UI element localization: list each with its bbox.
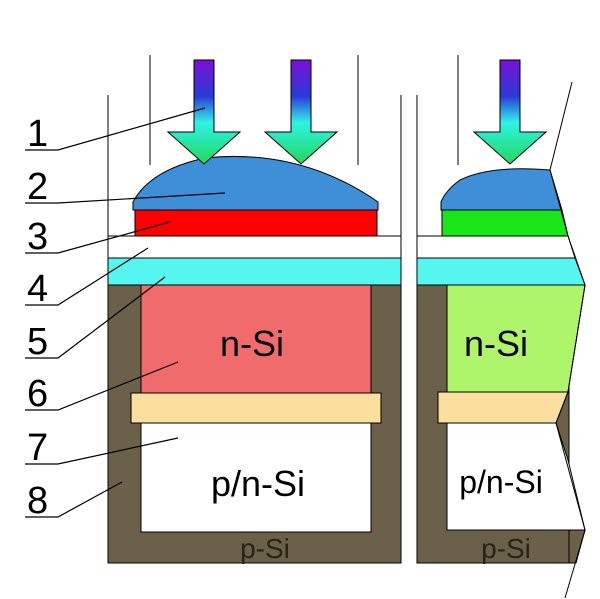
- callout-number-4: 4: [27, 268, 48, 310]
- callout-number-3: 3: [27, 216, 48, 258]
- callout-line-2: [25, 192, 226, 204]
- left-n-si-label: n-Si: [220, 323, 284, 364]
- right-pn-si-label: p/n-Si: [459, 464, 543, 500]
- callout-numbers: 1 2 3 4 5 6 7 8: [27, 113, 48, 522]
- right-green-filter: [441, 209, 569, 237]
- light-arrow-middle: [263, 59, 339, 165]
- light-arrows: [166, 59, 548, 165]
- left-n-si-region: [140, 284, 372, 394]
- callout-number-7: 7: [27, 427, 48, 469]
- callout-number-2: 2: [27, 166, 48, 208]
- top-guide-lines: [107, 55, 459, 258]
- callout-line-6: [25, 361, 179, 411]
- cut-edge-line: [549, 81, 586, 599]
- callout-line-3: [25, 221, 171, 254]
- right-junction-layer: [437, 391, 569, 424]
- right-white-layer: [416, 235, 576, 259]
- callout-number-8: 8: [27, 480, 48, 522]
- callout-line-8: [25, 481, 123, 518]
- callout-number-5: 5: [27, 321, 48, 363]
- callout-line-7: [25, 437, 179, 465]
- callout-line-1: [25, 107, 206, 151]
- left-cyan-layer: [107, 257, 402, 286]
- callout-line-4: [25, 247, 149, 306]
- light-arrow-right: [472, 59, 548, 165]
- left-p-si-label: p-Si: [240, 533, 290, 564]
- callout-number-1: 1: [27, 113, 48, 155]
- right-pn-si-region: [446, 422, 586, 531]
- left-microlens: [132, 155, 379, 211]
- left-red-filter: [134, 209, 378, 237]
- right-cyan-layer: [416, 257, 586, 286]
- light-arrow-left: [166, 59, 242, 165]
- left-pn-si-region: [140, 422, 372, 533]
- callout-lines: [25, 107, 226, 518]
- right-substrate-edge: [568, 529, 586, 564]
- right-microlens: [440, 168, 563, 211]
- left-white-layer: [107, 235, 402, 259]
- left-pn-si-label: p/n-Si: [211, 463, 305, 504]
- callout-number-6: 6: [27, 373, 48, 415]
- left-junction-layer: [130, 392, 382, 424]
- right-p-si-label: p-Si: [481, 533, 531, 564]
- right-n-si-label: n-Si: [464, 323, 528, 364]
- callout-line-5: [25, 276, 166, 359]
